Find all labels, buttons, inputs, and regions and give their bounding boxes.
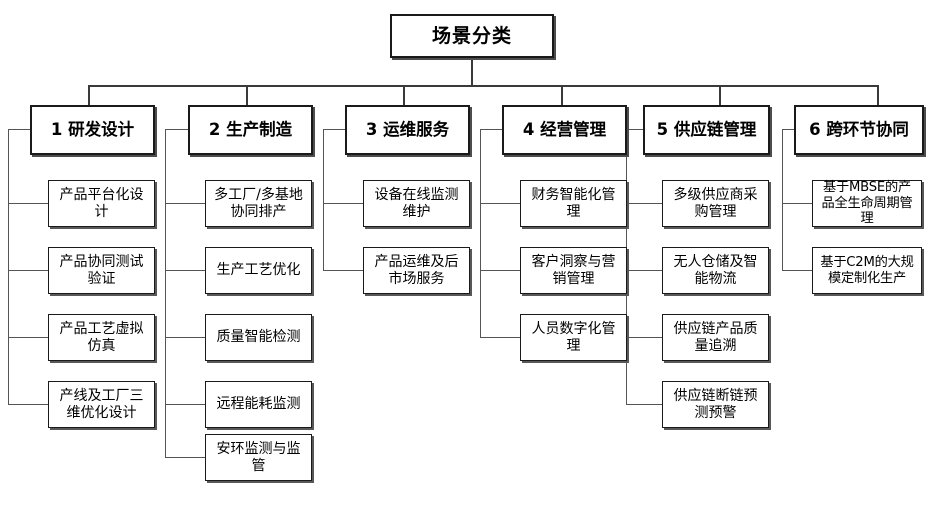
root-node[interactable]: 场景分类	[390, 14, 554, 58]
leaf-2-3[interactable]: 质量智能检测	[205, 314, 312, 361]
leaf-6-1[interactable]: 基于MBSE的产品全生命周期管理	[812, 180, 922, 227]
col3-branch-1	[323, 203, 365, 205]
leaf-1-1-label: 产品平台化设计	[59, 186, 144, 220]
col1-branch-4	[8, 404, 50, 406]
leaf-5-4-label: 供应链断链预测预警	[673, 387, 758, 421]
leaf-1-3-label: 产品工艺虚拟仿真	[59, 320, 144, 354]
root-node-label: 场景分类	[431, 24, 512, 47]
col1-trunk-stub	[8, 129, 32, 131]
col2-branch-3	[165, 337, 207, 339]
col1-branch-1	[8, 203, 50, 205]
leaf-5-1-label: 多级供应商采购管理	[673, 186, 758, 220]
col1-branch-3	[8, 337, 50, 339]
leaf-2-2-label: 生产工艺优化	[216, 262, 301, 279]
leaf-5-3-label: 供应链产品质量追溯	[673, 320, 758, 354]
leaf-1-4[interactable]: 产线及工厂三维优化设计	[48, 381, 155, 428]
col5-branch-4	[626, 404, 664, 406]
column-header-2-label: 2 生产制造	[208, 120, 293, 140]
leaf-6-2[interactable]: 基于C2M的大规模定制化生产	[812, 247, 922, 294]
bus-drop-6	[877, 85, 879, 105]
leaf-2-4-label: 远程能耗监测	[216, 396, 301, 413]
col4-trunk	[480, 129, 482, 337]
root-stem	[471, 58, 473, 86]
leaf-5-4[interactable]: 供应链断链预测预警	[662, 381, 769, 428]
col6-branch-1	[782, 203, 814, 205]
leaf-5-3[interactable]: 供应链产品质量追溯	[662, 314, 769, 361]
column-header-3-label: 3 运维服务	[365, 120, 450, 140]
leaf-6-2-label: 基于C2M的大规模定制化生产	[820, 254, 914, 286]
bus-drop-4	[561, 85, 563, 105]
col5-branch-3	[626, 337, 664, 339]
column-header-4-label: 4 经营管理	[522, 120, 607, 140]
column-header-3[interactable]: 3 运维服务	[345, 105, 470, 155]
leaf-3-2[interactable]: 产品运维及后市场服务	[363, 247, 470, 294]
leaf-5-2[interactable]: 无人仓储及智能物流	[662, 247, 769, 294]
col3-trunk-stub	[323, 129, 347, 131]
column-header-6[interactable]: 6 跨环节协同	[794, 105, 924, 155]
leaf-4-2-label: 客户洞察与营销管理	[531, 253, 616, 287]
col6-branch-2	[782, 270, 814, 272]
col4-branch-2	[480, 270, 522, 272]
col2-branch-1	[165, 203, 207, 205]
column-header-1[interactable]: 1 研发设计	[30, 105, 155, 155]
col6-trunk	[782, 129, 784, 270]
leaf-5-1[interactable]: 多级供应商采购管理	[662, 180, 769, 227]
column-header-4[interactable]: 4 经营管理	[502, 105, 627, 155]
col2-trunk	[165, 129, 167, 458]
leaf-4-3-label: 人员数字化管理	[531, 320, 616, 354]
leaf-4-3[interactable]: 人员数字化管理	[520, 314, 627, 361]
leaf-6-1-label: 基于MBSE的产品全生命周期管理	[821, 180, 913, 227]
leaf-4-2[interactable]: 客户洞察与营销管理	[520, 247, 627, 294]
leaf-5-2-label: 无人仓储及智能物流	[673, 253, 758, 287]
leaf-1-3[interactable]: 产品工艺虚拟仿真	[48, 314, 155, 361]
leaf-1-2[interactable]: 产品协同测试验证	[48, 247, 155, 294]
leaf-2-5-label: 安环监测与监管	[216, 440, 301, 474]
leaf-2-1-label: 多工厂/多基地协同排产	[214, 186, 303, 220]
leaf-2-4[interactable]: 远程能耗监测	[205, 381, 312, 428]
col5-trunk-stub	[626, 129, 645, 131]
leaf-2-1[interactable]: 多工厂/多基地协同排产	[205, 180, 312, 227]
bus-drop-1	[88, 85, 90, 105]
column-header-5[interactable]: 5 供应链管理	[643, 105, 770, 155]
col5-branch-1	[626, 203, 664, 205]
leaf-1-1[interactable]: 产品平台化设计	[48, 180, 155, 227]
col6-trunk-stub	[782, 129, 796, 131]
leaf-1-4-label: 产线及工厂三维优化设计	[59, 387, 144, 421]
bus-drop-5	[719, 85, 721, 105]
bus-drop-3	[403, 85, 405, 105]
col4-branch-3	[480, 337, 522, 339]
col2-branch-4	[165, 404, 207, 406]
column-header-1-label: 1 研发设计	[50, 120, 135, 140]
column-header-5-label: 5 供应链管理	[656, 120, 757, 140]
col4-branch-1	[480, 203, 522, 205]
col2-branch-2	[165, 270, 207, 272]
col2-trunk-stub	[165, 129, 190, 131]
leaf-2-2[interactable]: 生产工艺优化	[205, 247, 312, 294]
col1-branch-2	[8, 270, 50, 272]
leaf-3-1[interactable]: 设备在线监测维护	[363, 180, 470, 227]
column-header-6-label: 6 跨环节协同	[809, 120, 909, 140]
leaf-2-5[interactable]: 安环监测与监管	[205, 434, 312, 481]
leaf-4-1[interactable]: 财务智能化管理	[520, 180, 627, 227]
leaf-3-1-label: 设备在线监测维护	[374, 186, 459, 220]
column-header-2[interactable]: 2 生产制造	[188, 105, 313, 155]
col4-trunk-stub	[480, 129, 504, 131]
leaf-1-2-label: 产品协同测试验证	[59, 253, 144, 287]
leaf-2-3-label: 质量智能检测	[216, 329, 301, 346]
col2-branch-5	[165, 457, 207, 459]
distribution-bus	[88, 85, 878, 87]
bus-drop-2	[246, 85, 248, 105]
leaf-3-2-label: 产品运维及后市场服务	[374, 253, 459, 287]
col5-branch-2	[626, 270, 664, 272]
leaf-4-1-label: 财务智能化管理	[531, 186, 616, 220]
col3-branch-2	[323, 270, 365, 272]
col3-trunk	[323, 129, 325, 270]
col1-trunk	[8, 129, 10, 404]
